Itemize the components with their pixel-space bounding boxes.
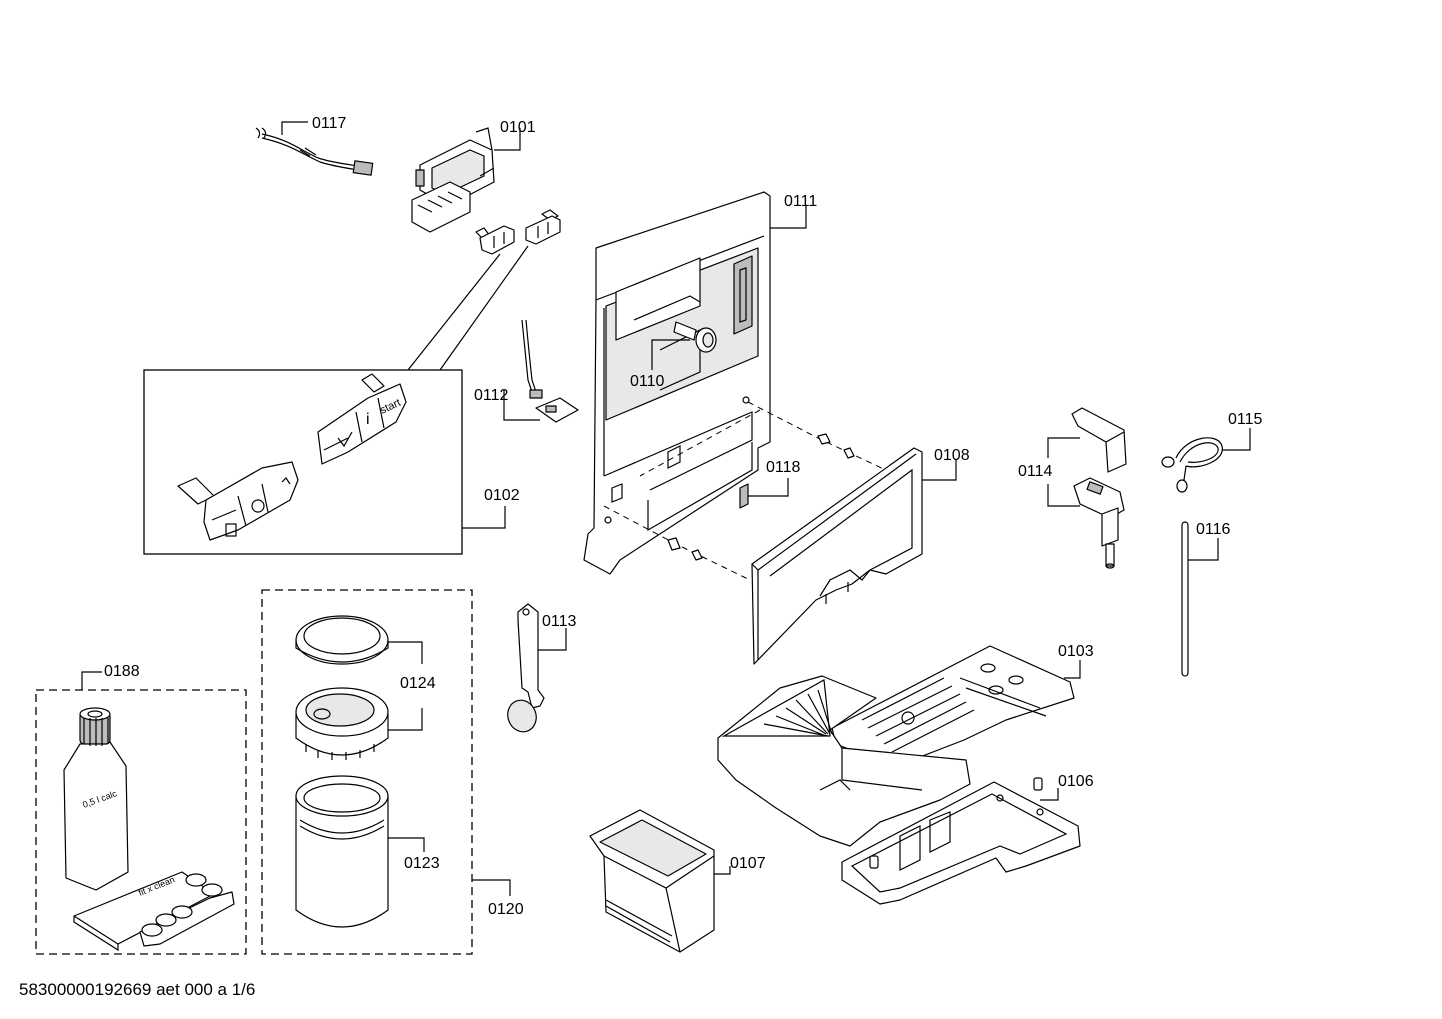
label-0108: 0108	[934, 447, 970, 464]
label-0103: 0103	[1058, 643, 1094, 660]
kit-0188-box	[35, 689, 247, 955]
label-0112: 0112	[474, 387, 509, 404]
part-0124-seal-ring	[295, 615, 389, 665]
leader-0106	[1040, 788, 1059, 801]
part-0101-display-module	[411, 127, 495, 233]
magnified-view-box	[143, 369, 463, 555]
part-0106-base-tray	[841, 777, 1081, 905]
kit-0120-box	[261, 589, 473, 955]
leader-0108	[922, 460, 957, 481]
leader-0107	[714, 866, 731, 875]
part-0114-valve	[1071, 407, 1127, 569]
part-0112-sensor	[521, 319, 579, 423]
leader-0102	[462, 506, 506, 529]
part-0107-bin	[589, 809, 715, 953]
part-0123-canister	[295, 775, 389, 928]
part-0115-ring	[1161, 437, 1223, 493]
label-0110: 0110	[630, 373, 665, 390]
leader-0120	[472, 879, 511, 896]
part-0111-front-panel	[583, 191, 771, 575]
part-0102-keys-small	[475, 209, 561, 255]
label-0188: 0188	[104, 663, 140, 680]
pins	[667, 433, 855, 561]
leader-0110	[651, 339, 690, 370]
label-0114: 0114	[1018, 463, 1053, 480]
label-0101: 0101	[500, 119, 536, 136]
leader-0124	[388, 641, 423, 664]
label-0113: 0113	[542, 613, 577, 630]
leader-0116	[1188, 538, 1219, 561]
leader-0117	[281, 121, 308, 135]
leader-0118	[748, 478, 789, 497]
label-0102: 0102	[484, 487, 520, 504]
leader-0112	[503, 390, 540, 421]
part-0118-clip	[739, 483, 749, 509]
part-cleaning-tablets	[73, 871, 235, 952]
leader-0114	[1047, 437, 1080, 507]
leader-0111	[770, 206, 807, 229]
key-info-text: i	[366, 411, 370, 428]
document-id: 58300000192669 aet 000 a 1/6	[19, 980, 256, 999]
label-0117: 0117	[312, 115, 347, 132]
leader-0113	[538, 628, 567, 651]
label-0111: 0111	[784, 193, 817, 210]
drip-tray-body	[717, 675, 971, 847]
part-0108-cover	[751, 447, 923, 665]
leader-0188	[81, 671, 102, 690]
label-0115: 0115	[1228, 411, 1263, 428]
label-0116: 0116	[1196, 521, 1231, 538]
leader-0115	[1222, 428, 1251, 451]
leader-0103	[1064, 660, 1081, 679]
magnify-lines	[407, 245, 529, 371]
leader-0123	[388, 837, 425, 852]
part-filter-cap	[295, 687, 389, 760]
part-0116-rod	[1181, 521, 1189, 677]
label-0123: 0123	[404, 855, 440, 872]
part-0102-keys-magnified	[177, 373, 407, 541]
leader-0124b	[388, 708, 423, 731]
label-0107: 0107	[730, 855, 766, 872]
label-0106: 0106	[1058, 773, 1094, 790]
label-0118: 0118	[766, 459, 801, 476]
label-0120: 0120	[488, 901, 524, 918]
part-0113-spoon	[507, 603, 545, 733]
part-descaler-bottle	[63, 707, 129, 891]
label-0124: 0124	[400, 675, 436, 692]
part-0110-knob	[673, 321, 717, 353]
part-0117-cable	[255, 127, 374, 176]
leader-0101	[494, 128, 521, 151]
